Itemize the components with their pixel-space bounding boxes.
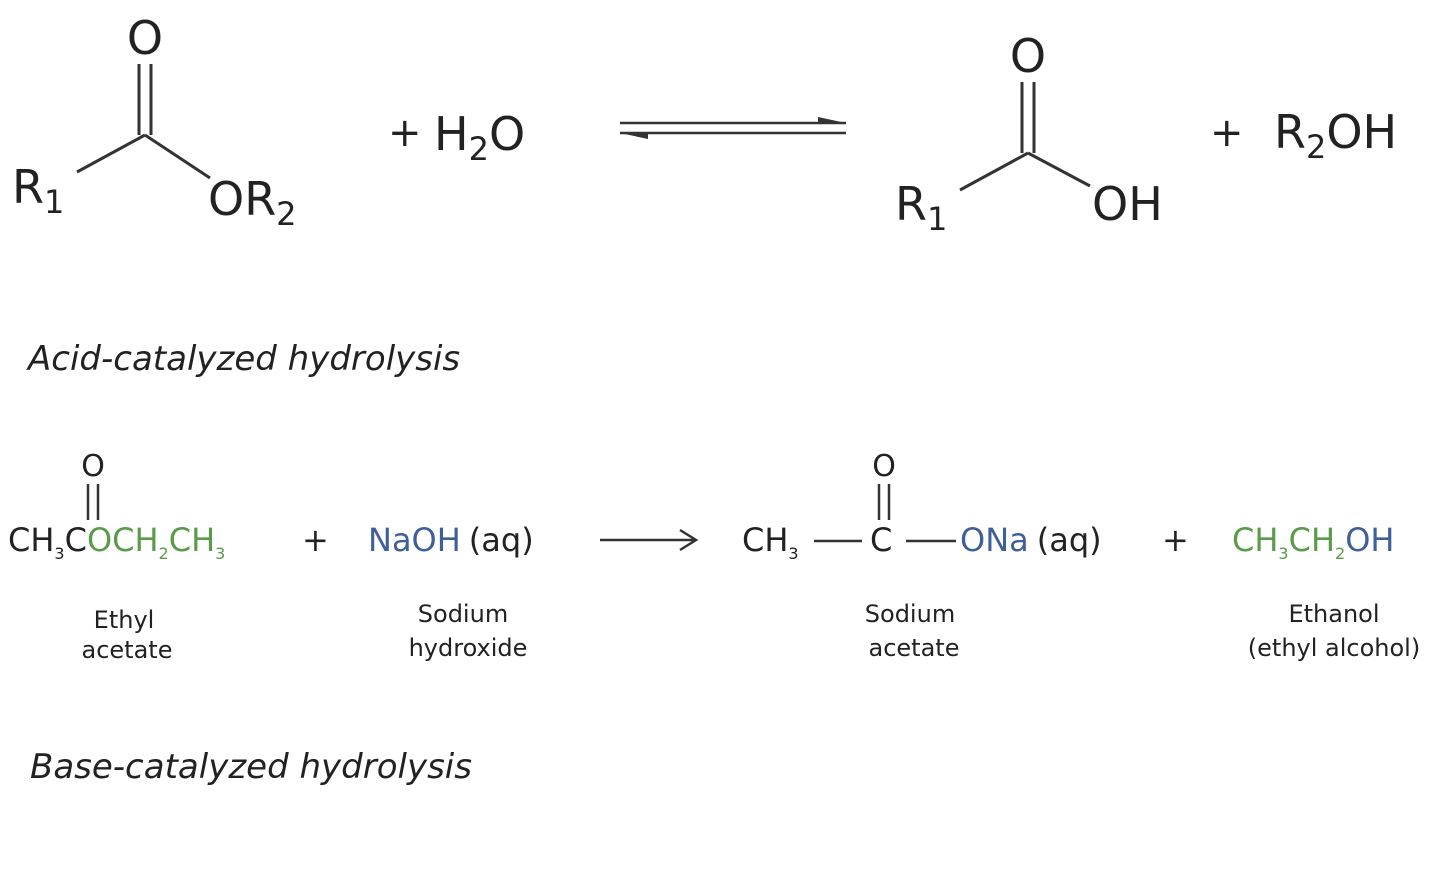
acid-oh: OH — [1092, 177, 1163, 231]
water-h: H — [434, 107, 469, 161]
sa-state: (aq) — [1037, 521, 1102, 559]
carboxylic-acid-structure: O R1 OH — [895, 29, 1163, 238]
sa-carbonyl-oxygen: O — [872, 449, 896, 484]
alcohol-oh: OH — [1326, 105, 1397, 159]
acid-reaction: O R1 OR2 + H2O O R1 OH + R2OH — [12, 11, 1397, 238]
ethyl-acetate-formula: CH3COCH2CH3 — [8, 521, 225, 563]
svg-text:ONa(aq): ONa(aq) — [960, 521, 1102, 559]
acid-carbonyl-oxygen: O — [1010, 29, 1046, 83]
water-o: O — [489, 107, 525, 161]
et-sub3: 3 — [1278, 544, 1288, 563]
ea-c: C — [65, 521, 87, 559]
reverse-arrow-head — [620, 133, 648, 139]
alcohol-formula: R2OH — [1274, 105, 1397, 166]
svg-text:NaOH(aq): NaOH(aq) — [368, 521, 534, 559]
sa-label-2: acetate — [869, 634, 960, 662]
water-subscript: 2 — [469, 130, 489, 168]
et-ch: CH — [1232, 521, 1278, 559]
base-plus-2: + — [1162, 521, 1189, 559]
naoh-label-1: Sodium — [418, 600, 508, 628]
sa-sub3: 3 — [788, 544, 798, 563]
base-caption: Base-catalyzed hydrolysis — [30, 747, 472, 787]
svg-text:OR2: OR2 — [208, 172, 297, 233]
ea-ch: CH — [8, 521, 54, 559]
et-oh: OH — [1345, 521, 1394, 559]
ethyl-acetate: O CH3COCH2CH3 Ethyl acetate — [8, 449, 225, 664]
sa-ch: CH — [742, 521, 788, 559]
ethanol-label-2: (ethyl alcohol) — [1248, 634, 1420, 662]
svg-text:R1: R1 — [895, 177, 947, 238]
ea-sub3b: 3 — [215, 544, 225, 563]
water-formula: H2O — [434, 107, 525, 168]
naoh-label-2: hydroxide — [409, 634, 528, 662]
sa-c: C — [870, 521, 892, 559]
svg-text:CH3: CH3 — [742, 521, 799, 563]
ea-sub2: 2 — [159, 544, 169, 563]
equilibrium-arrow — [620, 117, 846, 139]
svg-text:CH3CH2OH: CH3CH2OH — [1232, 521, 1394, 563]
ethanol-label-1: Ethanol — [1288, 600, 1379, 628]
ea-sub3a: 3 — [54, 544, 64, 563]
ethyl-acetate-label-2: acetate — [82, 636, 173, 664]
sodium-hydroxide: NaOH(aq) Sodium hydroxide — [368, 521, 534, 662]
base-plus-1: + — [302, 521, 329, 559]
acid-bond-oh — [1027, 151, 1091, 188]
base-reaction: O CH3COCH2CH3 Ethyl acetate + NaOH(aq) S… — [8, 449, 1420, 664]
svg-text:R1: R1 — [12, 160, 64, 221]
acid-r1-subscript: 1 — [927, 200, 947, 238]
reaction-arrow-head — [679, 528, 699, 552]
ester-r1: R — [12, 160, 44, 214]
naoh-formula: NaOH — [368, 521, 461, 559]
forward-arrow-head — [818, 117, 846, 123]
sodium-acetate: CH3 C O ONa(aq) Sodium acetate — [742, 449, 1102, 662]
acid-r1: R — [895, 177, 927, 231]
alcohol-r: R — [1274, 105, 1306, 159]
acid-caption: Acid-catalyzed hydrolysis — [26, 339, 460, 379]
ester-or2-subscript: 2 — [276, 195, 296, 233]
ea-ch2: CH — [169, 521, 215, 559]
naoh-state: (aq) — [469, 521, 534, 559]
acid-plus-1: + — [388, 110, 422, 156]
ester-carbonyl-oxygen: O — [127, 11, 163, 65]
et-ch2: CH — [1289, 521, 1335, 559]
ethanol: CH3CH2OH Ethanol (ethyl alcohol) — [1232, 521, 1420, 662]
ester-bond-r1 — [76, 133, 146, 174]
sa-label-1: Sodium — [865, 600, 955, 628]
sa-ona: ONa — [960, 521, 1029, 559]
ethyl-acetate-label-1: Ethyl — [94, 606, 155, 634]
ester-r1-subscript: 1 — [44, 183, 64, 221]
acid-plus-2: + — [1210, 110, 1244, 156]
ethyl-acetate-carbonyl-oxygen: O — [81, 449, 105, 484]
acid-bond-r1 — [959, 151, 1029, 192]
ester-bond-or2 — [144, 133, 211, 180]
ea-och: OCH — [87, 521, 159, 559]
reaction-arrow — [600, 528, 699, 552]
ester-structure: O R1 OR2 — [12, 11, 297, 233]
et-sub2: 2 — [1335, 544, 1345, 563]
alcohol-subscript: 2 — [1306, 128, 1326, 166]
ester-or2: OR — [208, 172, 276, 226]
